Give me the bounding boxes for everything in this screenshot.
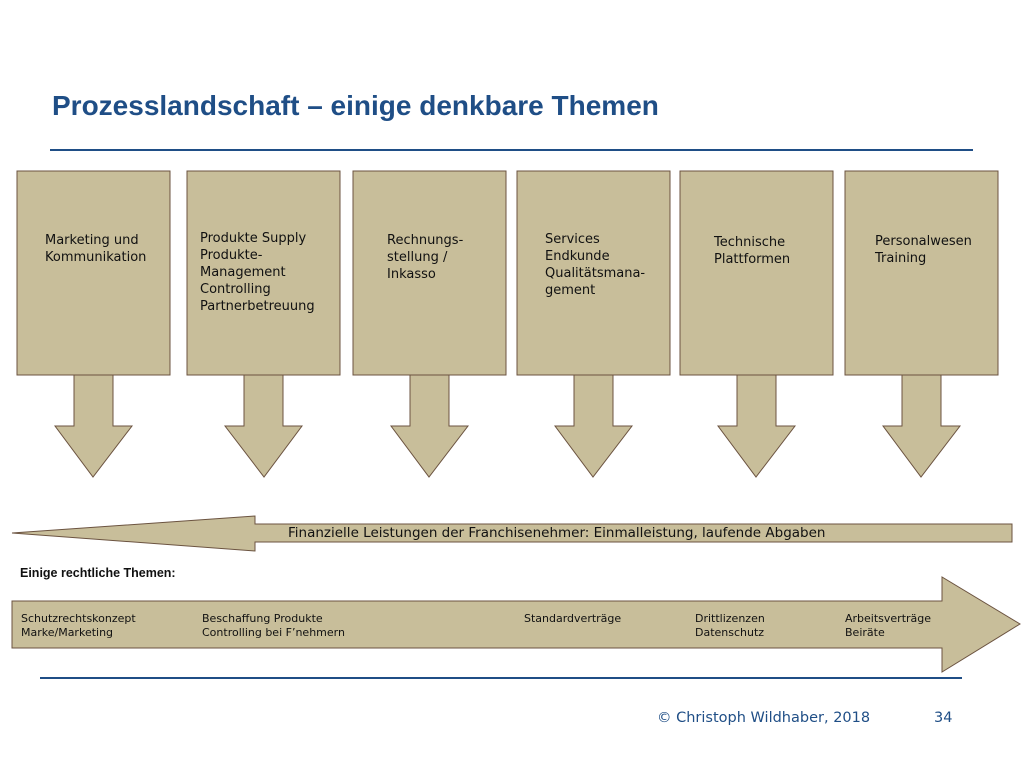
legal-item-arbeitsvertraege: Arbeitsverträge Beiräte xyxy=(845,612,932,639)
process-box-services xyxy=(516,170,671,376)
legal-item-standardvertraege: Standardverträge xyxy=(524,612,622,625)
finance-arrow xyxy=(11,515,1013,552)
process-box-label-rechnungsstellung: Rechnungs- stellung / Inkasso xyxy=(387,233,464,282)
legal-item-beschaffung: Beschaffung Produkte Controlling bei F’n… xyxy=(202,612,345,639)
legal-item-drittlizenzen: Drittlizenzen Datenschutz xyxy=(695,612,765,639)
process-box-rechnungsstellung xyxy=(352,170,507,376)
page-title: Prozesslandschaft – einige denkbare Them… xyxy=(52,90,659,121)
process-box-label-personalwesen: Personalwesen Training xyxy=(875,234,972,266)
process-box-label-marketing: Marketing und Kommunikation xyxy=(45,233,147,265)
copyright-notice: © Christoph Wildhaber, 2018 xyxy=(657,710,871,726)
process-arrow-services xyxy=(554,374,634,478)
process-arrow-rechnungsstellung xyxy=(390,374,470,478)
process-box-produkte xyxy=(186,170,341,376)
process-arrow-technische-plattformen xyxy=(717,374,797,478)
footer-divider xyxy=(40,677,962,679)
legal-item-schutzrecht: Schutzrechtskonzept Marke/Marketing xyxy=(21,612,136,639)
title-divider xyxy=(50,149,973,151)
process-box-marketing xyxy=(16,170,171,376)
process-box-label-technische-plattformen: Technische Plattformen xyxy=(714,235,791,267)
process-box-label-produkte: Produkte Supply Produkte- Management Con… xyxy=(200,231,315,314)
process-arrow-produkte xyxy=(223,374,303,478)
process-arrow-marketing xyxy=(54,374,134,478)
finance-arrow-label: Finanzielle Leistungen der Franchisenehm… xyxy=(288,525,826,541)
process-box-personalwesen xyxy=(844,170,999,376)
process-box-technische-plattformen xyxy=(679,170,834,376)
legal-topics-arrow xyxy=(11,576,1021,673)
process-arrow-personalwesen xyxy=(882,374,962,478)
page-number: 34 xyxy=(934,710,953,726)
legal-topics-heading: Einige rechtliche Themen: xyxy=(20,566,176,580)
process-box-label-services: Services Endkunde Qualitätsmana- gement xyxy=(545,232,646,298)
